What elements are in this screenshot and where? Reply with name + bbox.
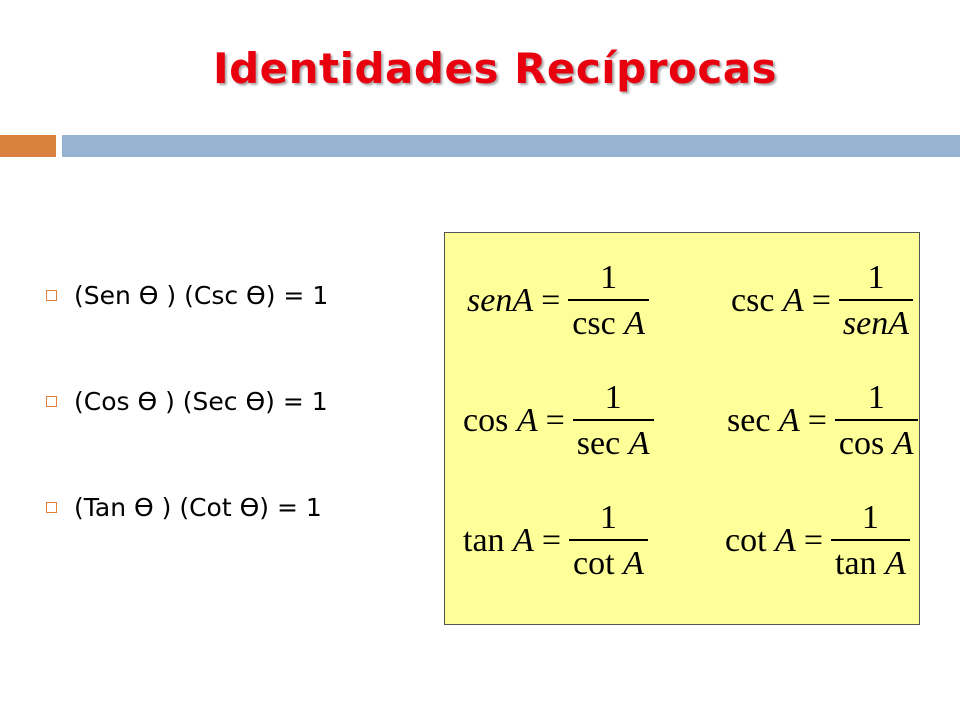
formula-lhs-function: csc bbox=[731, 282, 775, 319]
identity-list: (Sen Ө ) (Csc Ө) = 1 (Cos Ө ) (Sec Ө) = … bbox=[46, 268, 328, 586]
formula-lhs-variable: A bbox=[782, 282, 804, 319]
list-item: (Cos Ө ) (Sec Ө) = 1 bbox=[46, 374, 328, 428]
numerator: 1 bbox=[600, 259, 618, 296]
equals-sign: = bbox=[811, 282, 831, 319]
fraction: 1 cos A bbox=[834, 379, 918, 461]
fraction: 1 senA bbox=[838, 259, 913, 341]
square-bullet-icon bbox=[46, 289, 57, 301]
formula-csc: csc A = 1 senA bbox=[731, 261, 913, 341]
equals-sign: = bbox=[807, 402, 827, 439]
identity-text: (Tan Ө ) (Cot Ө) = 1 bbox=[74, 492, 322, 522]
square-bullet-icon bbox=[46, 501, 57, 513]
denominator: cot A bbox=[569, 539, 648, 581]
list-item: (Sen Ө ) (Csc Ө) = 1 bbox=[46, 268, 328, 322]
equals-sign: = bbox=[541, 522, 562, 559]
formula-lhs-variable: A bbox=[512, 282, 534, 319]
fraction: 1 sec A bbox=[572, 379, 654, 461]
identity-text: (Sen Ө ) (Csc Ө) = 1 bbox=[74, 280, 329, 310]
equals-sign: = bbox=[545, 402, 565, 439]
denominator: csc A bbox=[568, 299, 649, 341]
formula-sec: sec A = 1 cos A bbox=[727, 381, 918, 461]
formula-sen: senA = 1 csc A bbox=[467, 261, 649, 341]
formula-cos: cos A = 1 sec A bbox=[463, 381, 654, 461]
identity-text: (Cos Ө ) (Sec Ө) = 1 bbox=[74, 386, 328, 416]
fraction: 1 tan A bbox=[831, 501, 910, 581]
fraction: 1 csc A bbox=[568, 261, 649, 341]
numerator: 1 bbox=[861, 499, 879, 536]
header-bar bbox=[62, 135, 960, 157]
numerator: 1 bbox=[604, 379, 622, 416]
formula-lhs-variable: A bbox=[513, 522, 534, 559]
formula-lhs-variable: A bbox=[516, 402, 538, 439]
numerator: 1 bbox=[867, 379, 885, 416]
formula-panel: senA = 1 csc A csc A = 1 senA cos A = 1 … bbox=[444, 232, 920, 625]
formula-tan: tan A = 1 cot A bbox=[463, 501, 648, 581]
fraction: 1 cot A bbox=[569, 501, 648, 581]
denominator: sec A bbox=[572, 419, 654, 461]
numerator: 1 bbox=[867, 259, 885, 296]
denominator: senA bbox=[838, 299, 913, 341]
formula-lhs-function: cos bbox=[463, 402, 509, 439]
equals-sign: = bbox=[541, 282, 561, 319]
formula-lhs-function: sen bbox=[467, 282, 513, 319]
numerator: 1 bbox=[599, 499, 617, 536]
square-bullet-icon bbox=[46, 395, 57, 407]
list-item: (Tan Ө ) (Cot Ө) = 1 bbox=[46, 480, 328, 534]
formula-lhs-function: sec bbox=[727, 402, 771, 439]
formula-lhs-variable: A bbox=[778, 402, 800, 439]
denominator: cos A bbox=[834, 419, 918, 461]
header-bar-accent bbox=[0, 135, 56, 157]
formula-lhs-variable: A bbox=[775, 522, 796, 559]
equals-sign: = bbox=[803, 522, 824, 559]
slide-title: Identidades Recíprocas bbox=[212, 44, 778, 93]
formula-lhs-function: cot bbox=[725, 522, 767, 559]
denominator: tan A bbox=[831, 539, 910, 581]
formula-lhs-function: tan bbox=[463, 522, 505, 559]
formula-cot: cot A = 1 tan A bbox=[725, 501, 910, 581]
